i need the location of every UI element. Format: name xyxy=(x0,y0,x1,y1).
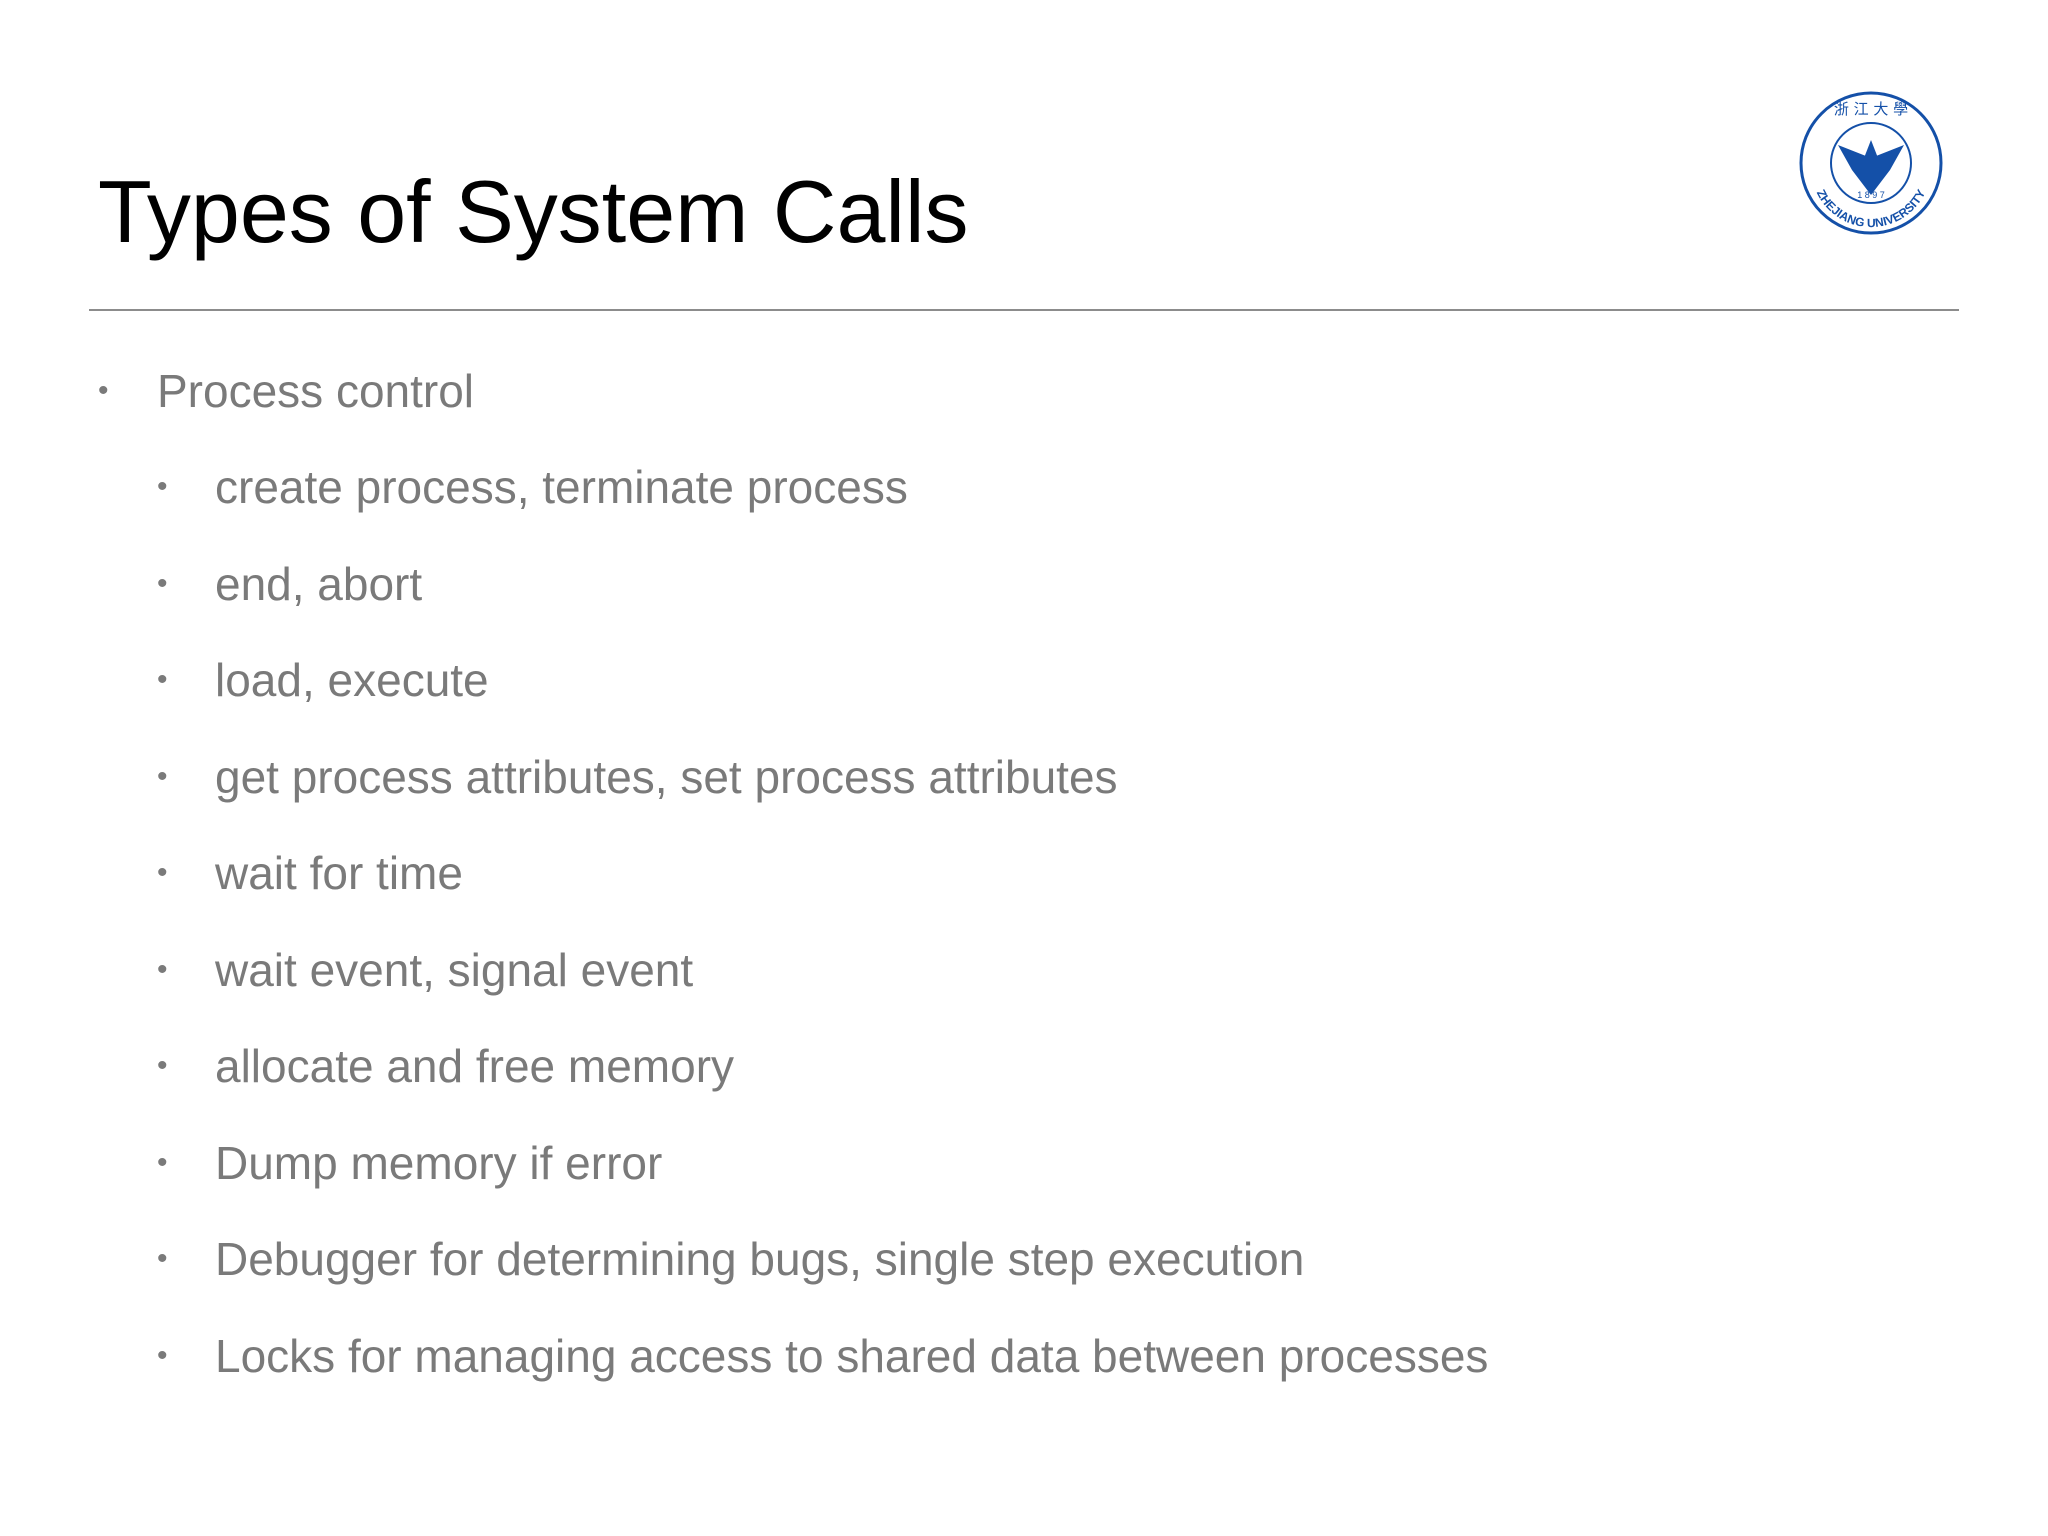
bullet-icon: • xyxy=(98,374,109,407)
slide-title: Types of System Calls xyxy=(98,162,969,261)
svg-text:浙 江 大 學: 浙 江 大 學 xyxy=(1834,100,1908,118)
sub-bullet-item: Debugger for determining bugs, single st… xyxy=(215,1233,1305,1285)
bullet-icon: • xyxy=(157,470,168,503)
zhejiang-university-logo: 浙 江 大 學 1 8 9 7 ZHEJIANG UNIVERSITY xyxy=(1799,91,1943,235)
sub-bullet-item: load, execute xyxy=(215,654,489,706)
sub-bullet-item: allocate and free memory xyxy=(215,1040,735,1092)
bullet-icon: • xyxy=(157,566,168,600)
sub-bullet-item: get process attributes, set process attr… xyxy=(215,750,1118,803)
sub-bullet-item: create process, terminate process xyxy=(215,461,908,513)
bullet-icon: • xyxy=(157,663,168,696)
bullet-icon: • xyxy=(157,1338,168,1372)
sub-bullet-item: end, abort xyxy=(215,557,423,610)
bullet-icon: • xyxy=(157,856,168,889)
bullet-process-control: Process control xyxy=(157,365,475,417)
bullet-icon: • xyxy=(157,952,168,986)
sub-bullet-item: Locks for managing access to shared data… xyxy=(215,1329,1489,1382)
bullet-icon: • xyxy=(157,759,168,793)
bullet-icon: • xyxy=(157,1145,168,1179)
svg-text:1 8 9 7: 1 8 9 7 xyxy=(1857,190,1885,200)
bullet-icon: • xyxy=(157,1049,168,1082)
bullet-icon: • xyxy=(157,1242,168,1275)
sub-bullet-item: Dump memory if error xyxy=(215,1136,663,1189)
title-divider xyxy=(89,309,1959,311)
sub-bullet-item: wait for time xyxy=(215,847,463,899)
sub-bullet-item: wait event, signal event xyxy=(215,943,694,996)
